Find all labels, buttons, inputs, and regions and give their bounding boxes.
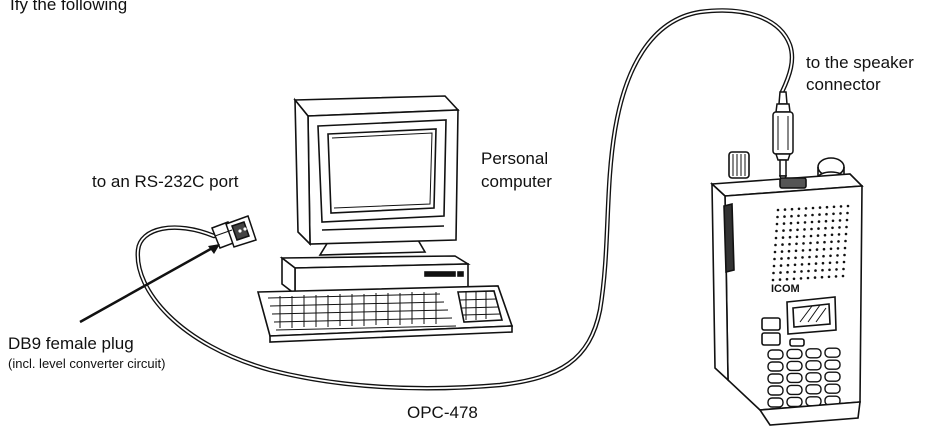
cable-name-label: OPC-478 — [407, 403, 478, 422]
db9-pointer-arrow — [208, 244, 220, 254]
personal-computer-icon — [256, 95, 514, 343]
radio-brand-logo: ICOM — [771, 283, 800, 295]
db9-plug-icon — [211, 215, 257, 249]
computer-label-line2: computer — [481, 172, 552, 191]
speaker-jack-icon — [772, 91, 794, 187]
radio-bottom — [758, 401, 861, 426]
computer-label-line1: Personal — [481, 149, 549, 168]
header-partial-text: Ify the following — [10, 0, 128, 14]
speaker-label-line2: connector — [806, 75, 881, 94]
rs232-label: to an RS-232C port — [92, 172, 239, 191]
cable-icon — [135, 8, 795, 391]
db9-label: DB9 female plug — [8, 334, 134, 353]
db9-pointer-line — [79, 244, 217, 324]
db9-sublabel: (incl. level converter circuit) — [8, 356, 166, 371]
handheld-transceiver-icon — [710, 151, 864, 411]
speaker-label-line1: to the speaker — [806, 53, 914, 72]
